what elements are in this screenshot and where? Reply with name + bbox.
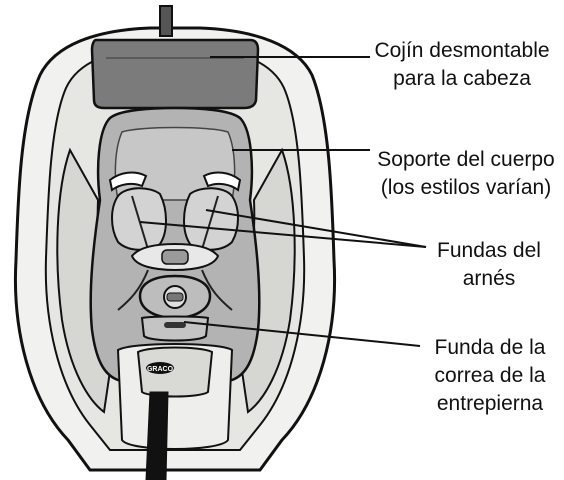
leader-crotch-cover [183,321,421,347]
body-support-inner [114,126,236,201]
head-strap [159,5,173,37]
chest-clip-center [161,249,189,265]
left-shoulder-slot [108,171,148,192]
label-crotch-cover-line1: Funda de la [434,336,546,359]
leader-harness-left [139,221,427,248]
label-head-pad: Cojín desmontable para la cabeza [372,37,552,93]
label-harness-covers-line2: arnés [462,267,516,290]
head-pad [90,38,260,110]
crotch-cover-slot [164,322,186,328]
buckle-release [166,292,184,302]
right-shoulder-slot [202,171,242,192]
label-crotch-cover-line3: entrepierna [436,392,544,415]
label-head-pad-line1: Cojín desmontable [374,39,550,62]
label-harness-covers: Fundas del arnés [426,237,552,293]
label-body-support-line2: (los estilos varían) [380,176,552,199]
left-harness-strap [131,195,151,257]
leader-harness-right [205,209,427,248]
label-head-pad-line2: para la cabeza [393,67,531,90]
front-adjuster-strap [145,391,169,480]
label-harness-covers-line1: Fundas del [437,239,541,262]
graco-badge-text: GRACO [147,366,174,373]
label-crotch-cover: Funda de la correa de la entrepierna [420,334,560,418]
graco-badge [146,362,174,374]
left-lap-strap [117,269,149,311]
crotch-strap-cover [140,315,210,342]
right-harness-strap [199,195,219,257]
label-body-support-line1: Soporte del cuerpo [377,148,555,171]
label-crotch-cover-line2: correa de la [434,364,546,387]
label-body-support: Soporte del cuerpo (los estilos varían) [372,146,560,202]
right-lap-strap [201,269,233,311]
